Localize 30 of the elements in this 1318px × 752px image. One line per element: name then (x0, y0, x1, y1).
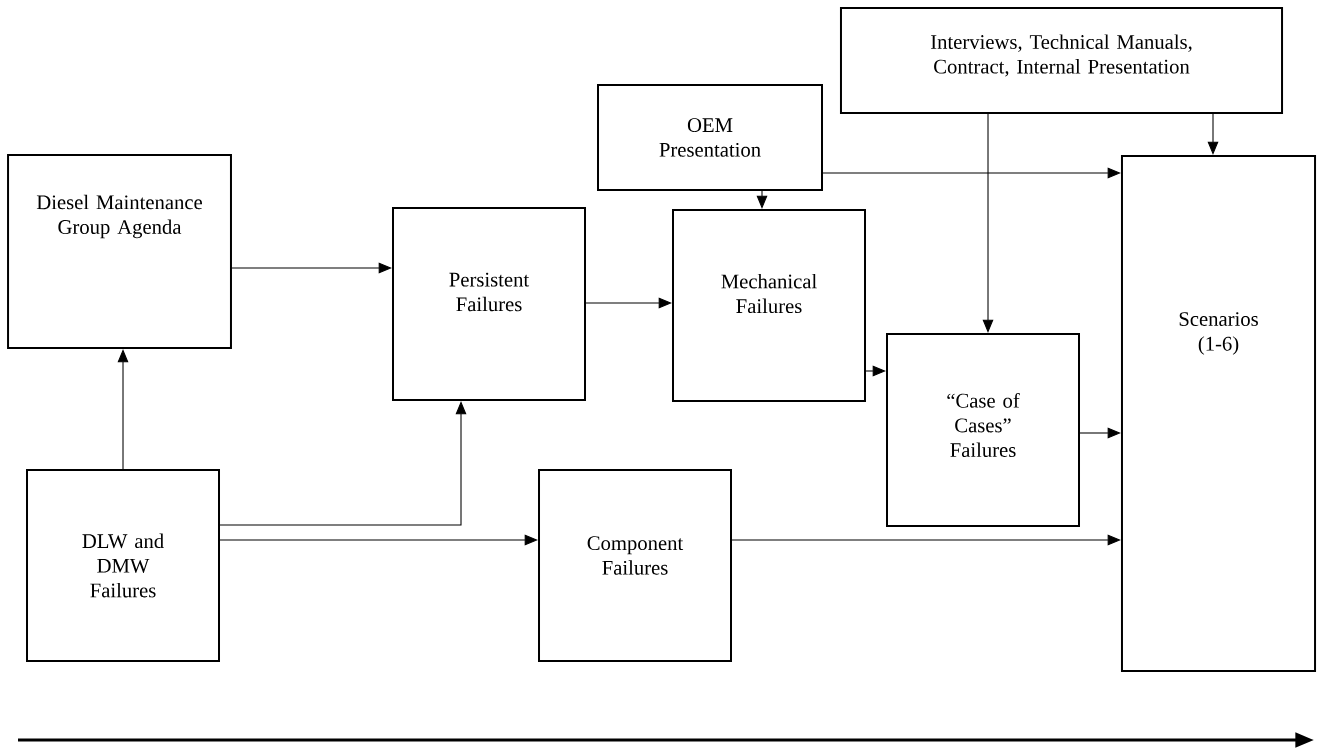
arrow (1207, 113, 1219, 155)
process-box (672, 209, 866, 402)
arrow (865, 365, 886, 377)
arrow (1079, 427, 1121, 439)
arrow (117, 349, 129, 470)
arrow (231, 262, 392, 274)
arrow (219, 401, 467, 526)
box-label: “Case of Cases” Failures (947, 392, 1020, 458)
arrow (219, 534, 538, 546)
arrow (756, 190, 768, 209)
process-box (538, 469, 732, 662)
box-label: Interviews, Technical Manuals, Contract, Internal Presentation (931, 34, 1192, 77)
arrow (585, 297, 672, 309)
box-label: Component Failures (587, 536, 684, 575)
process-box (7, 153, 232, 350)
arrow (731, 534, 1121, 546)
box-label: DLW and DMW Failures (82, 533, 164, 598)
arrow (982, 113, 994, 333)
process-box (26, 469, 220, 662)
process-box (597, 83, 823, 192)
process-box (839, 6, 1284, 115)
process-box (1120, 155, 1317, 672)
box-label: Persistent Failures (449, 272, 530, 312)
arrow (822, 167, 1121, 179)
box-label: OEM Presentation (659, 118, 761, 157)
box-label: Diesel Maintenance Group Agenda (36, 194, 202, 239)
box-label: Mechanical Failures (721, 273, 817, 314)
process-box (392, 207, 586, 401)
box-label: Scenarios (1-6) (1179, 312, 1258, 355)
process-box (886, 333, 1080, 527)
